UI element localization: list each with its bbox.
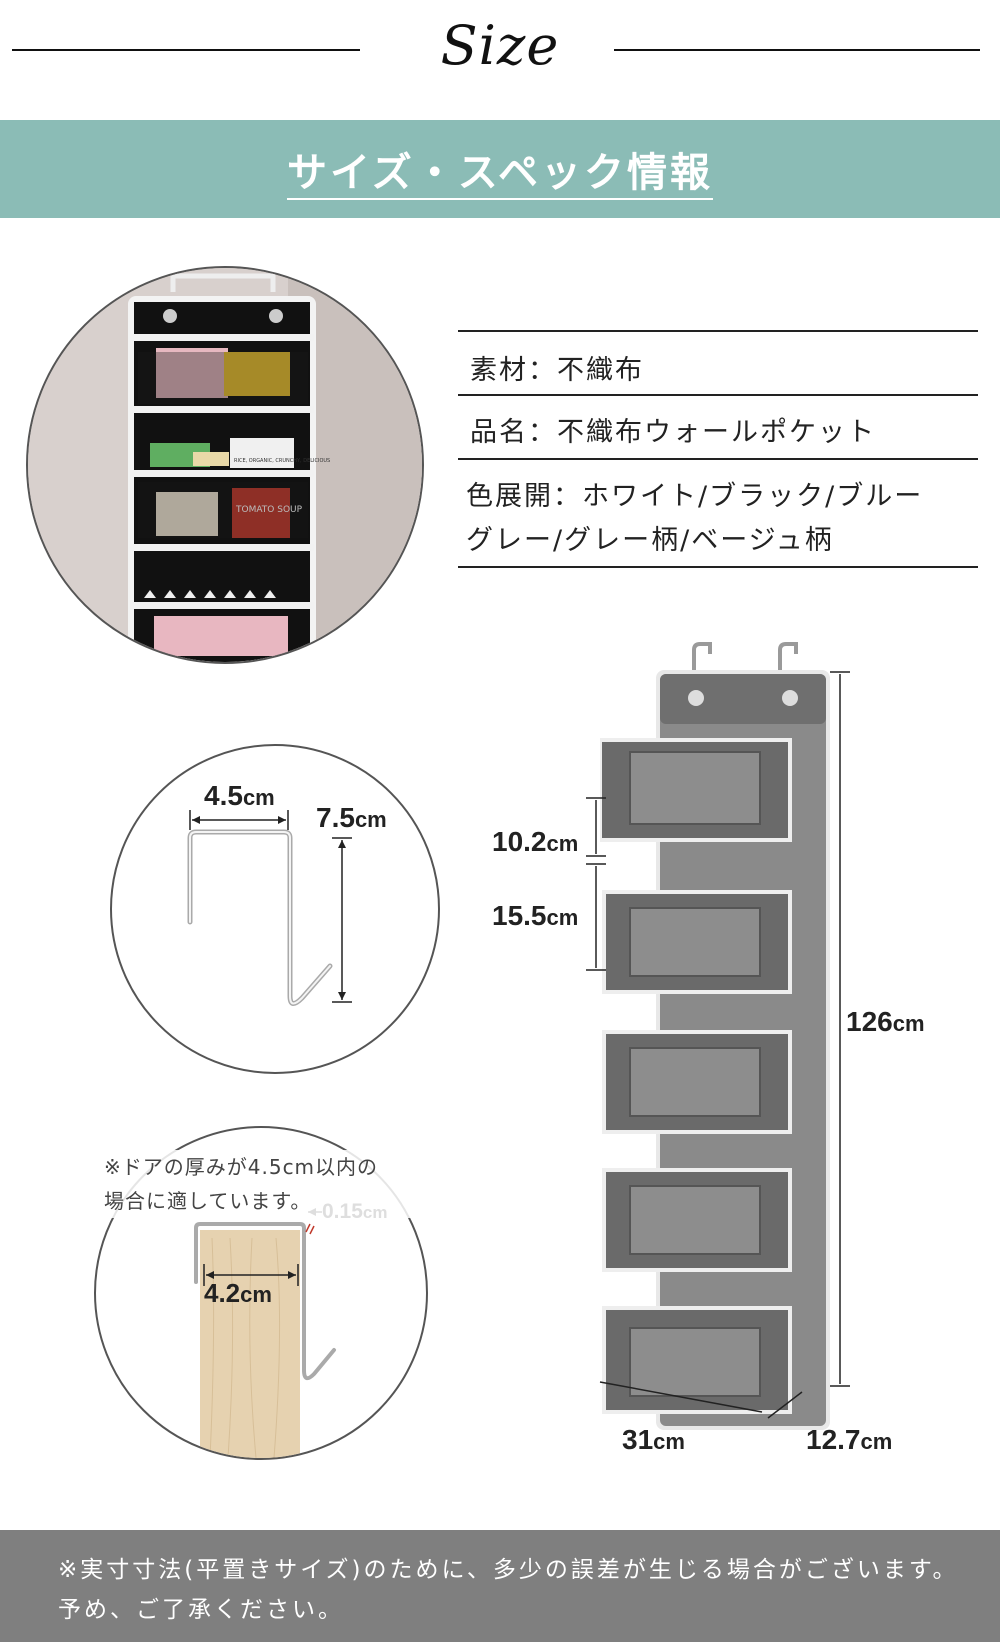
footer-band: ※実寸寸法(平置きサイズ)のために、多少の誤差が生じる場合がございます。 予め、… [0,1530,1000,1642]
organizer-illustration [600,642,830,1430]
spec-rule-2 [458,394,978,396]
organizer-photo-illustration: RICE, ORGANIC, CRUNCHY, DELICIOUS TOMATO… [28,268,422,662]
depth-label: 12.7cm [806,1424,893,1455]
photo-label-2: TOMATO SOUP [235,505,303,515]
footer-line-2: 予め、ご了承ください。 [58,1597,344,1623]
hook-width-label: 4.5cm [204,780,275,811]
header-rule-left [12,49,360,51]
total-height-label: 126cm [846,1006,925,1037]
footer-line-1: ※実寸寸法(平置きサイズ)のために、多少の誤差が生じる場合がございます。 [58,1557,959,1583]
organizer-pockets [600,738,792,1414]
product-photo: RICE, ORGANIC, CRUNCHY, DELICIOUS TOMATO… [26,266,424,664]
spec-colors-line-2: グレー/グレー柄/ベージュ柄 [466,525,834,556]
hook-height-label: 7.5cm [316,802,387,833]
width-label: 31cm [622,1424,685,1455]
door-thickness-label: 4.2cm [204,1278,272,1308]
door-drawing [194,1208,336,1458]
hook-drawing [187,810,352,1006]
size-title: Size [440,14,560,77]
hook-diagram: 4.5cm 7.5cm [110,744,440,1074]
section-band: サイズ・スペック情報 [0,120,1000,218]
header-rule-right [614,49,980,51]
door-note-line-1: ※ドアの厚みが4.5cm以内の [104,1155,379,1179]
door-note: ※ドアの厚みが4.5cm以内の 場合に適しています。 [104,1150,424,1218]
spec-material: 素材：不織布 [470,355,644,386]
photo-label-1: RICE, ORGANIC, CRUNCHY, DELICIOUS [234,458,330,464]
spec-colors-line-1: 色展開：ホワイト/ブラック/ブルー [466,481,924,512]
gap-label: 10.2cm [492,826,579,857]
organizer-dimension-lines [586,671,850,1419]
spec-rule-1 [458,330,978,332]
footer-note: ※実寸寸法(平置きサイズ)のために、多少の誤差が生じる場合がございます。 予め、… [58,1550,988,1630]
spec-rule-3 [458,458,978,460]
spec-product-name: 品名：不織布ウォールポケット [470,417,876,448]
door-note-line-2: 場合に適しています。 [104,1189,312,1213]
pocket-height-label: 15.5cm [492,900,579,931]
section-title: サイズ・スペック情報 [0,140,1000,200]
spec-rule-4 [458,566,978,568]
